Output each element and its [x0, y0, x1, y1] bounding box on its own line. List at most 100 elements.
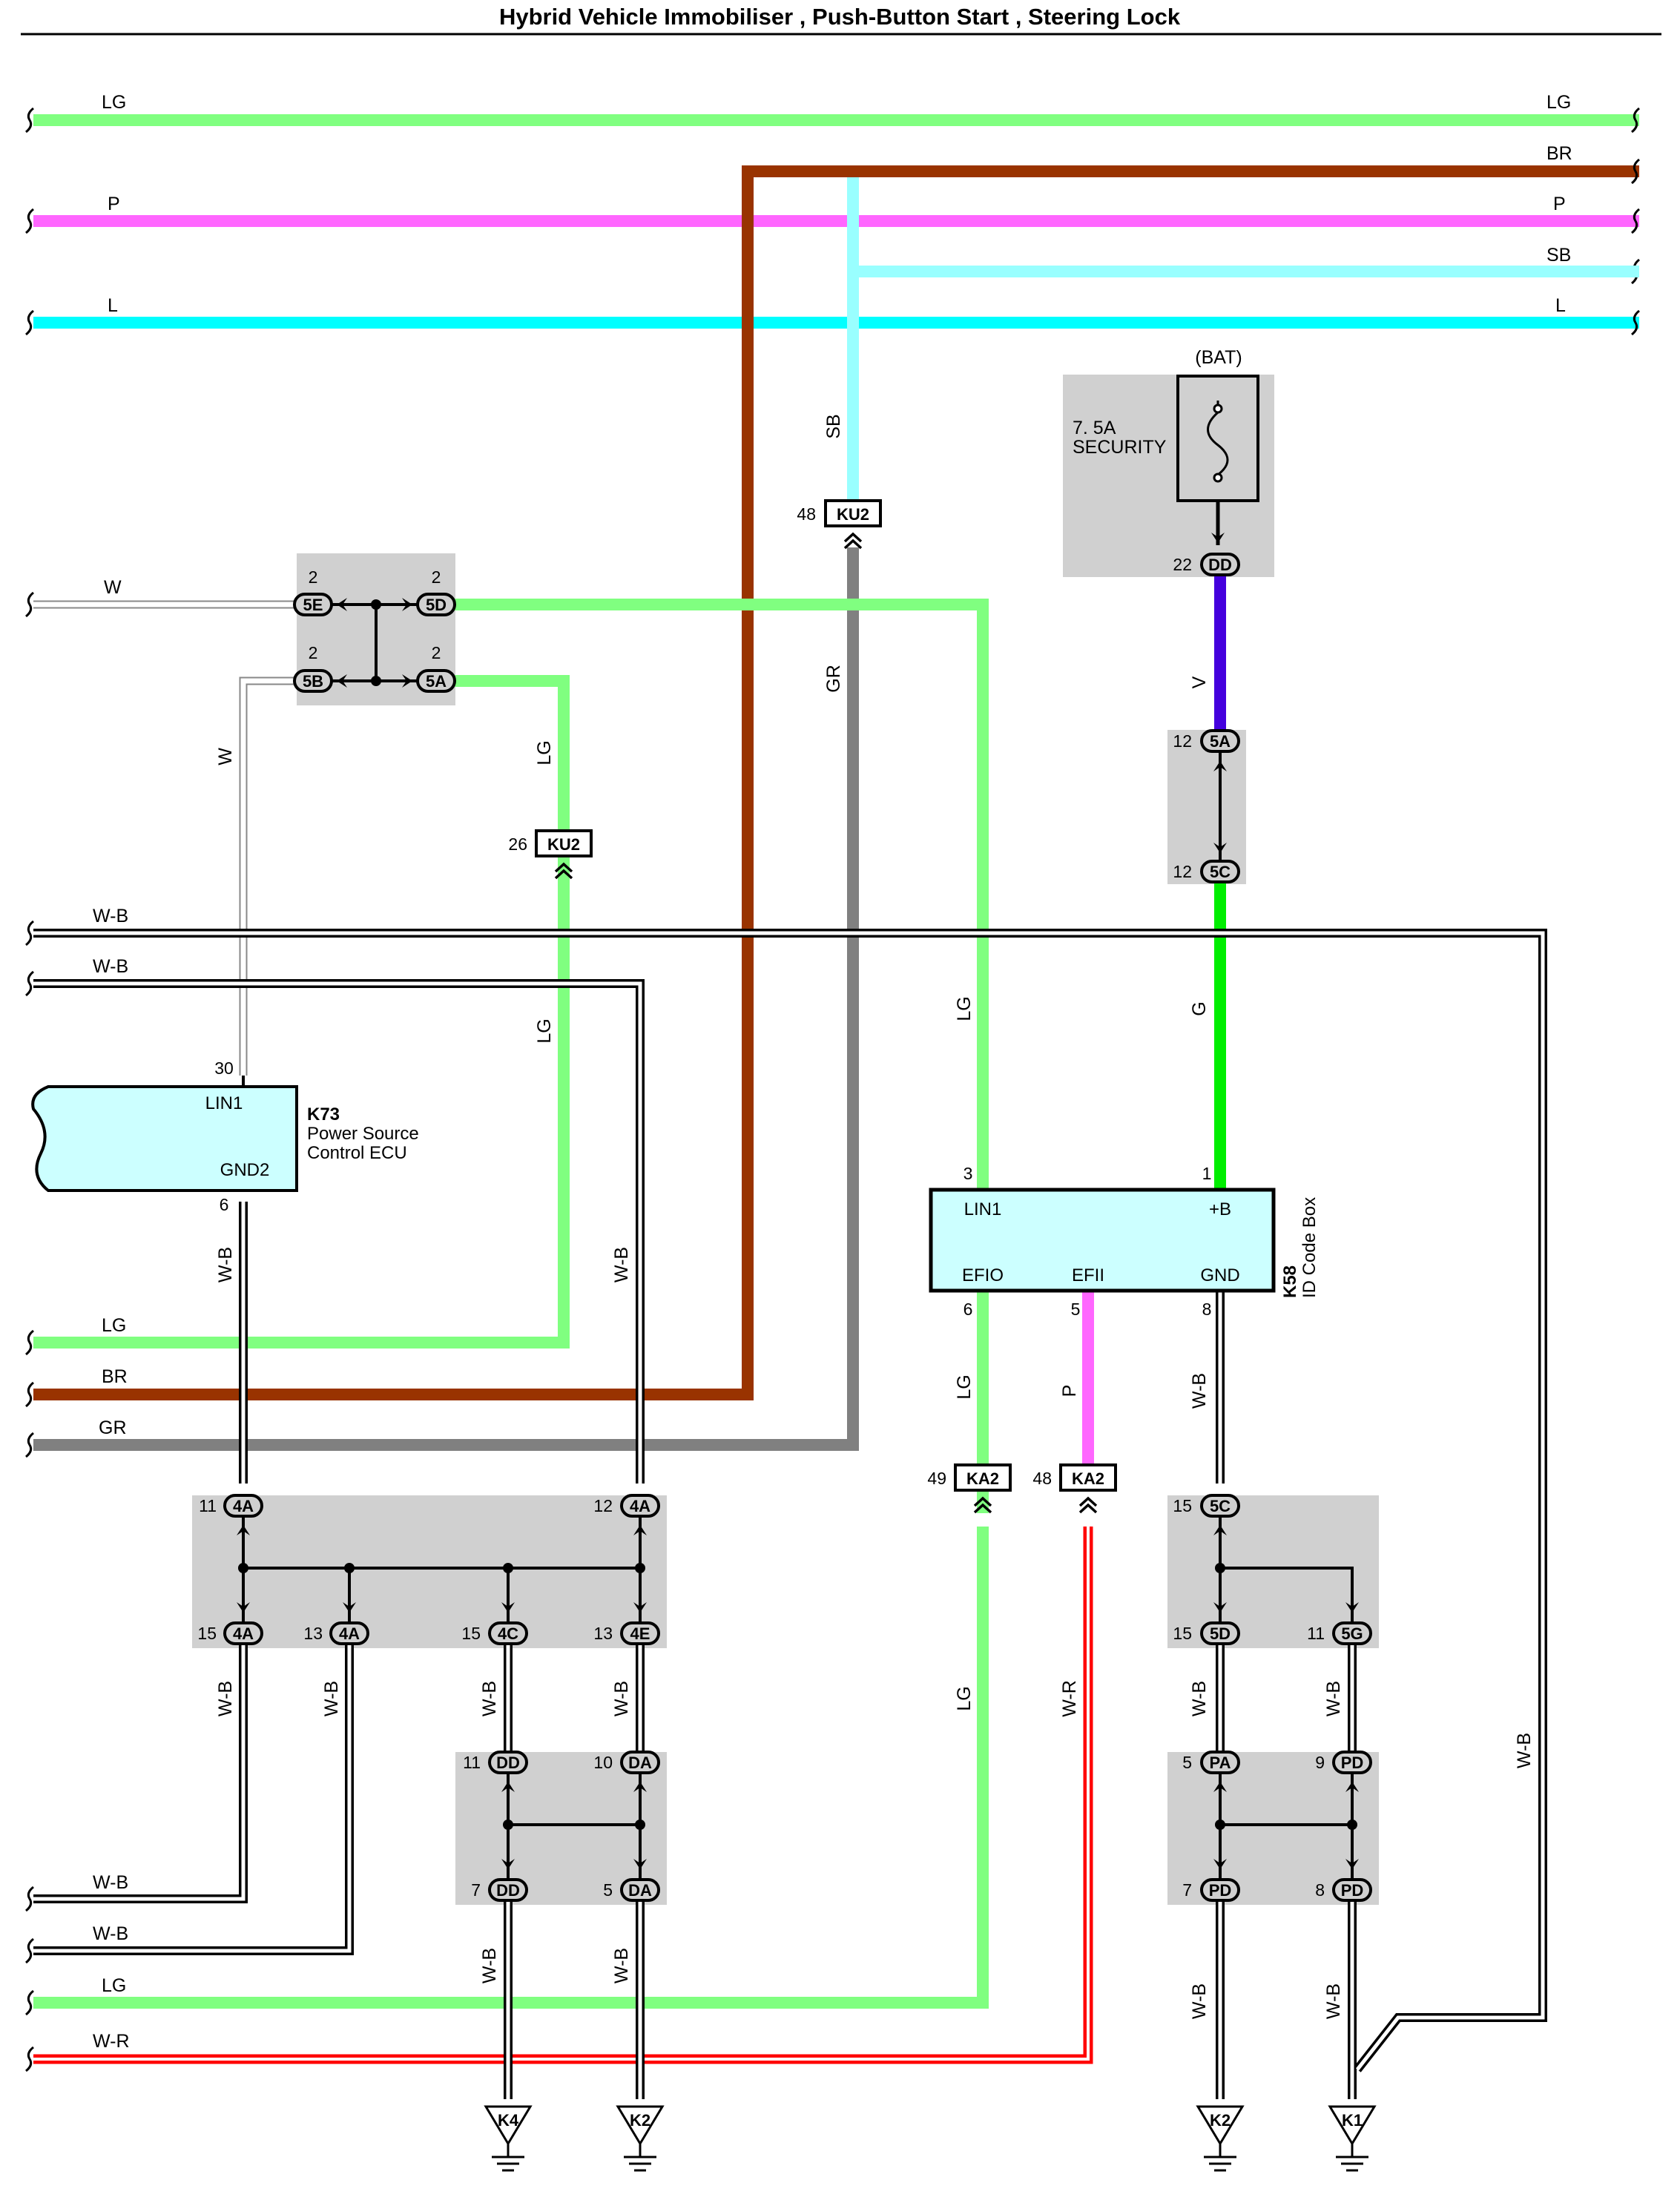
svg-text:W-R: W-R	[93, 2031, 130, 2052]
wire-labels: LG LG BR P P SB L L W W-B W-B LG BR GR W…	[93, 92, 1572, 2052]
svg-text:48: 48	[1032, 1469, 1052, 1488]
svg-text:26: 26	[508, 834, 527, 854]
svg-text:PA: PA	[1210, 1753, 1231, 1772]
top-harness	[33, 114, 1639, 512]
junction-4a-arrows	[237, 1525, 647, 1613]
svg-text:W: W	[104, 577, 122, 598]
svg-text:W-R: W-R	[1059, 1680, 1080, 1717]
svg-text:3: 3	[963, 1164, 973, 1183]
pill-5d-15: 5D 15	[1173, 1621, 1240, 1645]
svg-text:2: 2	[309, 643, 318, 662]
svg-text:P: P	[1059, 1385, 1080, 1397]
svg-text:G: G	[1189, 1001, 1210, 1015]
svg-text:4C: 4C	[498, 1624, 518, 1643]
svg-text:15: 15	[1173, 1496, 1192, 1515]
pill-5a: 5A 2	[416, 643, 456, 693]
svg-text:LG: LG	[954, 1374, 975, 1399]
ground-k4: K4	[484, 2105, 532, 2172]
svg-text:1: 1	[1202, 1164, 1212, 1183]
svg-text:11: 11	[199, 1496, 217, 1515]
svg-text:W-B: W-B	[479, 1681, 500, 1716]
pill-da-5: DA5	[603, 1878, 660, 1902]
junction-5a-internal	[1213, 749, 1227, 865]
svg-text:5E: 5E	[303, 596, 323, 614]
wire-lg-5d	[451, 599, 989, 1190]
svg-text:KU2: KU2	[837, 505, 869, 524]
svg-text:7: 7	[471, 1880, 481, 1900]
ecu-k58: 3 1 6 5 8 LIN1 +B EFIO EFII GND K58 ID C…	[929, 1164, 1320, 1319]
k58-name: ID Code Box	[1299, 1197, 1320, 1298]
svg-text:5D: 5D	[1210, 1624, 1231, 1643]
svg-text:K4: K4	[498, 2111, 519, 2130]
junction-5c-internal	[1213, 1513, 1359, 1624]
svg-text:9: 9	[1315, 1753, 1325, 1772]
svg-text:48: 48	[797, 504, 816, 524]
junction-box-4a	[192, 1495, 667, 1648]
svg-text:5C: 5C	[1210, 863, 1231, 881]
ground-k2-right: K2	[1196, 2105, 1244, 2172]
svg-text:DA: DA	[628, 1753, 652, 1772]
svg-text:8: 8	[1202, 1300, 1212, 1319]
svg-text:5: 5	[1182, 1753, 1192, 1772]
svg-text:4A: 4A	[630, 1497, 650, 1515]
fuse-security: (BAT) 7. 5A SECURITY	[1073, 347, 1259, 545]
svg-text:15: 15	[1173, 1624, 1192, 1643]
junction-box-5a	[1167, 730, 1246, 884]
pill-4c-15: 4C 15	[461, 1621, 528, 1645]
svg-text:W-B: W-B	[1323, 1983, 1344, 2019]
svg-text:W-B: W-B	[1514, 1733, 1535, 1768]
svg-text:LG: LG	[1546, 92, 1571, 113]
k58-id: K58	[1280, 1265, 1300, 1298]
svg-text:12: 12	[593, 1496, 613, 1515]
svg-text:W-B: W-B	[321, 1681, 342, 1716]
svg-text:W-B: W-B	[611, 1948, 632, 1983]
svg-text:LG: LG	[102, 1315, 126, 1336]
svg-text:2: 2	[432, 567, 441, 587]
svg-text:5A: 5A	[426, 672, 447, 691]
svg-text:15: 15	[461, 1624, 481, 1643]
svg-text:W-B: W-B	[479, 1948, 500, 1983]
svg-text:BR: BR	[102, 1366, 128, 1387]
svg-text:W-B: W-B	[93, 1872, 128, 1893]
svg-text:L: L	[108, 295, 118, 316]
svg-text:W-B: W-B	[1189, 1681, 1210, 1716]
svg-text:8: 8	[1315, 1880, 1325, 1900]
svg-text:DD: DD	[496, 1881, 520, 1900]
fuse-rating: 7. 5A	[1073, 418, 1116, 438]
pill-5e: 5E 2	[293, 567, 333, 616]
wire-sb-route	[847, 266, 1639, 512]
svg-text:W-B: W-B	[611, 1681, 632, 1716]
svg-text:LG: LG	[102, 1975, 126, 1996]
svg-text:LG: LG	[954, 1686, 975, 1710]
svg-text:4A: 4A	[233, 1497, 254, 1515]
connector-ka2-lg	[954, 1463, 1012, 1492]
ground-points: K4 K2 K2 K1	[484, 2105, 1376, 2172]
fuse-source-label: (BAT)	[1195, 347, 1242, 368]
svg-text:SB: SB	[1546, 245, 1571, 266]
svg-text:LG: LG	[534, 740, 555, 765]
svg-text:2: 2	[432, 643, 441, 662]
junction-5e-internal	[326, 598, 423, 688]
svg-text:W-B: W-B	[93, 906, 128, 926]
svg-text:2: 2	[309, 567, 318, 587]
pill-5d: 5D2	[416, 567, 456, 616]
svg-text:6: 6	[963, 1300, 973, 1319]
svg-text:KA2: KA2	[1072, 1469, 1104, 1488]
svg-text:P: P	[108, 194, 120, 214]
svg-text:13: 13	[303, 1624, 323, 1643]
svg-text:22: 22	[1173, 555, 1192, 574]
ground-k1: K1	[1328, 2105, 1376, 2172]
svg-text:6: 6	[220, 1195, 229, 1214]
svg-text:5A: 5A	[1210, 732, 1231, 751]
wire-lg-bottom	[33, 1527, 989, 2009]
svg-text:12: 12	[1173, 731, 1192, 751]
pill-pd-7: PD7	[1182, 1878, 1240, 1902]
svg-text:LG: LG	[534, 1018, 555, 1043]
svg-text:V: V	[1189, 676, 1210, 688]
